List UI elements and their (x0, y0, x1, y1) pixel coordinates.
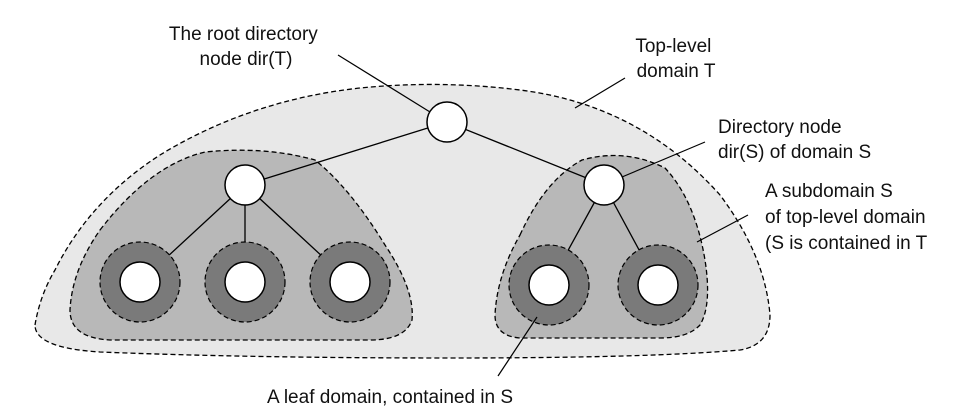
leaf-node-1 (119, 261, 161, 303)
edge-root-right (446, 121, 605, 186)
leaf-domain-label: A leaf domain, contained in S (267, 387, 513, 408)
leaf-node-2 (224, 261, 266, 303)
directory-node-left (224, 164, 266, 206)
leaf-node-3 (329, 261, 371, 303)
directory-node-s (583, 164, 625, 206)
root-directory-label: The root directory node dir(T) (169, 24, 323, 70)
directory-node-label: Directory node dir(S) of domain S (718, 117, 871, 163)
root-directory-node (426, 101, 468, 143)
top-level-label-pointer (574, 77, 626, 109)
edge-root-left (244, 121, 448, 186)
subdomain-label: A subdomain S of top-level domain (S is … (765, 181, 931, 254)
root-label-pointer (337, 54, 431, 113)
subdomain-label-pointer (696, 214, 749, 243)
leaf-node-5 (637, 264, 679, 306)
leaf-label-pointer (497, 316, 538, 377)
leaf-node-4 (528, 264, 570, 306)
top-level-domain-label: Top-level domain T (635, 36, 716, 82)
directory-node-label-pointer (621, 141, 706, 178)
annotation-lines (337, 54, 749, 377)
tree-nodes (119, 101, 679, 306)
